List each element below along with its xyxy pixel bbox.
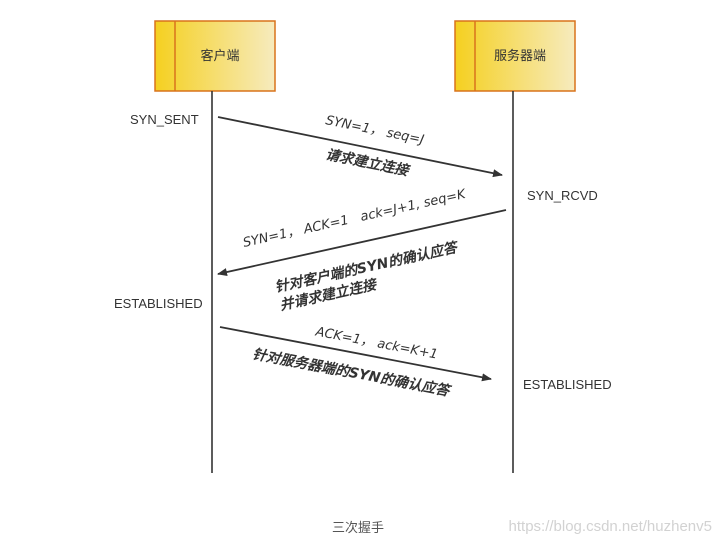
server-state-established: ESTABLISHED <box>523 377 612 392</box>
client-state-established: ESTABLISHED <box>114 296 203 311</box>
message-ack-arrow <box>219 326 492 382</box>
client-actor-box: 客户端 <box>154 20 276 92</box>
message-syn-ack: SYN=1， ACK=1 ack=J+1, seq=K 针对客户端的SYN的确认… <box>217 187 507 314</box>
server-state-syn-rcvd: SYN_RCVD <box>527 188 598 203</box>
message-syn-fields: SYN=1， seq=J <box>324 113 425 148</box>
message-syn-description: 请求建立连接 <box>324 146 412 180</box>
watermark-url: https://blog.csdn.net/huzhenv5 <box>509 518 712 535</box>
client-actor-label: 客户端 <box>200 48 239 63</box>
message-syn-arrow <box>217 116 503 178</box>
client-state-syn-sent: SYN_SENT <box>130 112 199 127</box>
message-syn: SYN=1， seq=J 请求建立连接 <box>217 113 503 180</box>
message-ack: ACK=1， ack=K+1 针对服务器端的SYN的确认应答 <box>219 324 492 400</box>
message-syn-ack-fields: SYN=1， ACK=1 ack=J+1, seq=K <box>242 187 469 251</box>
diagram-caption: 三次握手 <box>332 520 384 535</box>
server-actor-label: 服务器端 <box>494 48 546 63</box>
message-syn-ack-arrow <box>217 209 507 276</box>
server-actor-box: 服务器端 <box>454 20 576 92</box>
